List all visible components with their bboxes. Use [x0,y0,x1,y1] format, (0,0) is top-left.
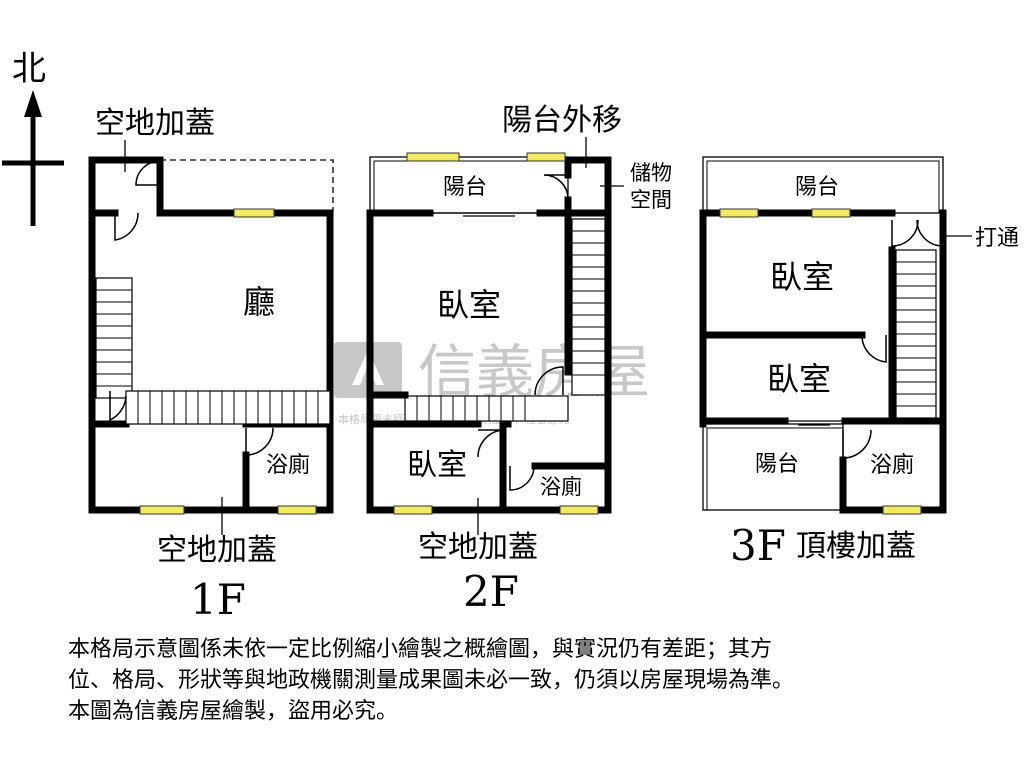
disclaimer-line-2: 位、格局、形狀等與地政機關測量成果圖未必一致，仍須以房屋現場為準。 [68,668,795,693]
window-icon [811,208,851,218]
floor1-level-label: 1F [190,575,246,624]
window-icon [277,505,317,515]
floor3-room-balcony-top: 陽台 [795,175,839,200]
floor2-plan [366,137,624,535]
floor2-room-bedroom-small: 臥室 [407,448,467,483]
window-icon [233,208,275,218]
window-icon [526,152,566,162]
floor2-room-bedroom-large: 臥室 [437,286,501,324]
window-icon [559,505,599,515]
window-icon [139,505,185,515]
floor2-room-bath: 浴廁 [540,475,582,499]
disclaimer: 本格局示意圖係未依一定比例縮小繪製之概繪圖，與實況仍有差距；其方 位、格局、形狀… [68,634,968,727]
floor1-annotation-bottom: 空地加蓋 [157,533,277,568]
floor3-room-bedroom-2: 臥室 [767,360,831,398]
floor1-room-bath: 浴廁 [266,453,310,478]
disclaimer-line-3: 本圖為信義房屋繪製，盜用必究。 [68,699,399,724]
window-icon [393,505,433,515]
floor2-room-balcony: 陽台 [443,175,487,200]
floor1-plan [88,140,334,535]
floor3-annotation-side: 打通 [975,226,1019,251]
floor1-annotation-top: 空地加蓋 [95,106,215,141]
floor3-room-bath: 浴廁 [870,453,914,478]
floor3-level-label: 3F [730,521,786,570]
floor2-level-label: 2F [463,567,519,616]
compass-north-label: 北 [12,49,46,89]
floor3-room-bedroom-1: 臥室 [770,258,834,296]
floor2-annotation-bottom: 空地加蓋 [418,530,538,565]
window-icon [882,505,922,515]
floor2-storage-line2: 空間 [630,188,672,212]
floor3-plan [699,156,972,515]
floor2-storage-line1: 儲物 [630,161,672,185]
floor3-annotation-bottom: 頂樓加蓋 [796,529,916,564]
floor3-room-balcony-bottom: 陽台 [755,452,799,477]
floor1-room-living: 廳 [243,283,275,321]
window-icon [406,152,460,162]
floor2-annotation-top: 陽台外移 [502,103,622,138]
window-icon [719,208,759,218]
north-arrow-icon [2,90,64,226]
disclaimer-line-1: 本格局示意圖係未依一定比例縮小繪製之概繪圖，與實況仍有差距；其方 [68,637,773,662]
